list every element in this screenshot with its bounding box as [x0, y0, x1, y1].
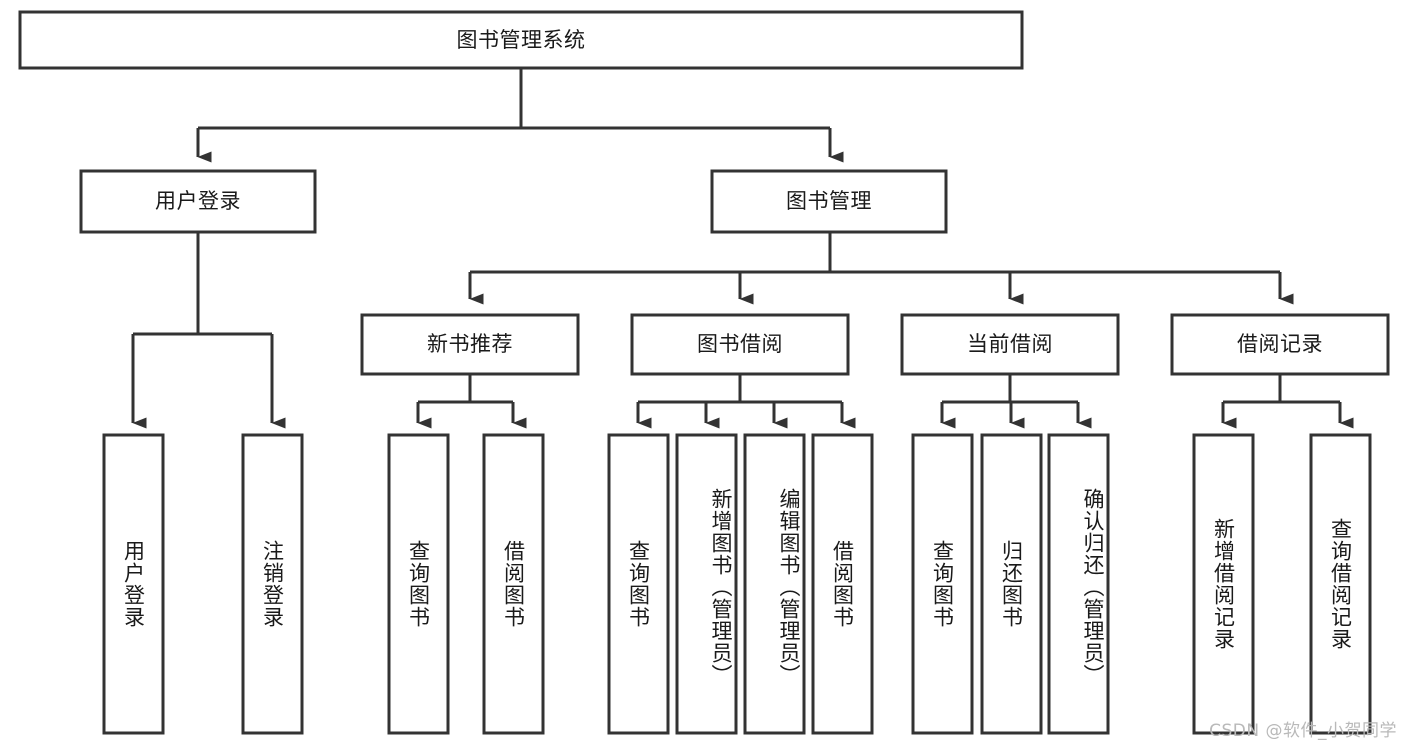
node-box-root[interactable]	[18, 10, 1024, 70]
node-box-current-borrow[interactable]	[900, 313, 1120, 376]
node-box-leaf-logout[interactable]	[241, 433, 304, 735]
node-box-leaf-borrow-book-1[interactable]	[482, 433, 545, 735]
node-box-leaf-query-book-1[interactable]	[387, 433, 450, 735]
node-box-leaf-borrow-book-2[interactable]	[811, 433, 874, 735]
node-box-new-book-rec[interactable]	[360, 313, 580, 376]
node-box-book-borrow[interactable]	[630, 313, 850, 376]
node-box-leaf-query-book-2[interactable]	[607, 433, 670, 735]
node-box-borrow-record[interactable]	[1170, 313, 1390, 376]
node-box-book-manage[interactable]	[710, 169, 948, 234]
node-box-leaf-query-borrow-record[interactable]	[1309, 433, 1372, 735]
node-box-leaf-user-login[interactable]	[102, 433, 165, 735]
node-box-leaf-edit-book-admin[interactable]	[743, 433, 806, 735]
node-box-leaf-add-borrow-record[interactable]	[1192, 433, 1255, 735]
node-box-leaf-add-book-admin[interactable]	[675, 433, 738, 735]
node-box-user-login[interactable]	[79, 169, 317, 234]
node-box-leaf-confirm-return-admin[interactable]	[1047, 433, 1110, 735]
node-box-leaf-query-book-3[interactable]	[911, 433, 974, 735]
node-box-leaf-return-book[interactable]	[980, 433, 1043, 735]
